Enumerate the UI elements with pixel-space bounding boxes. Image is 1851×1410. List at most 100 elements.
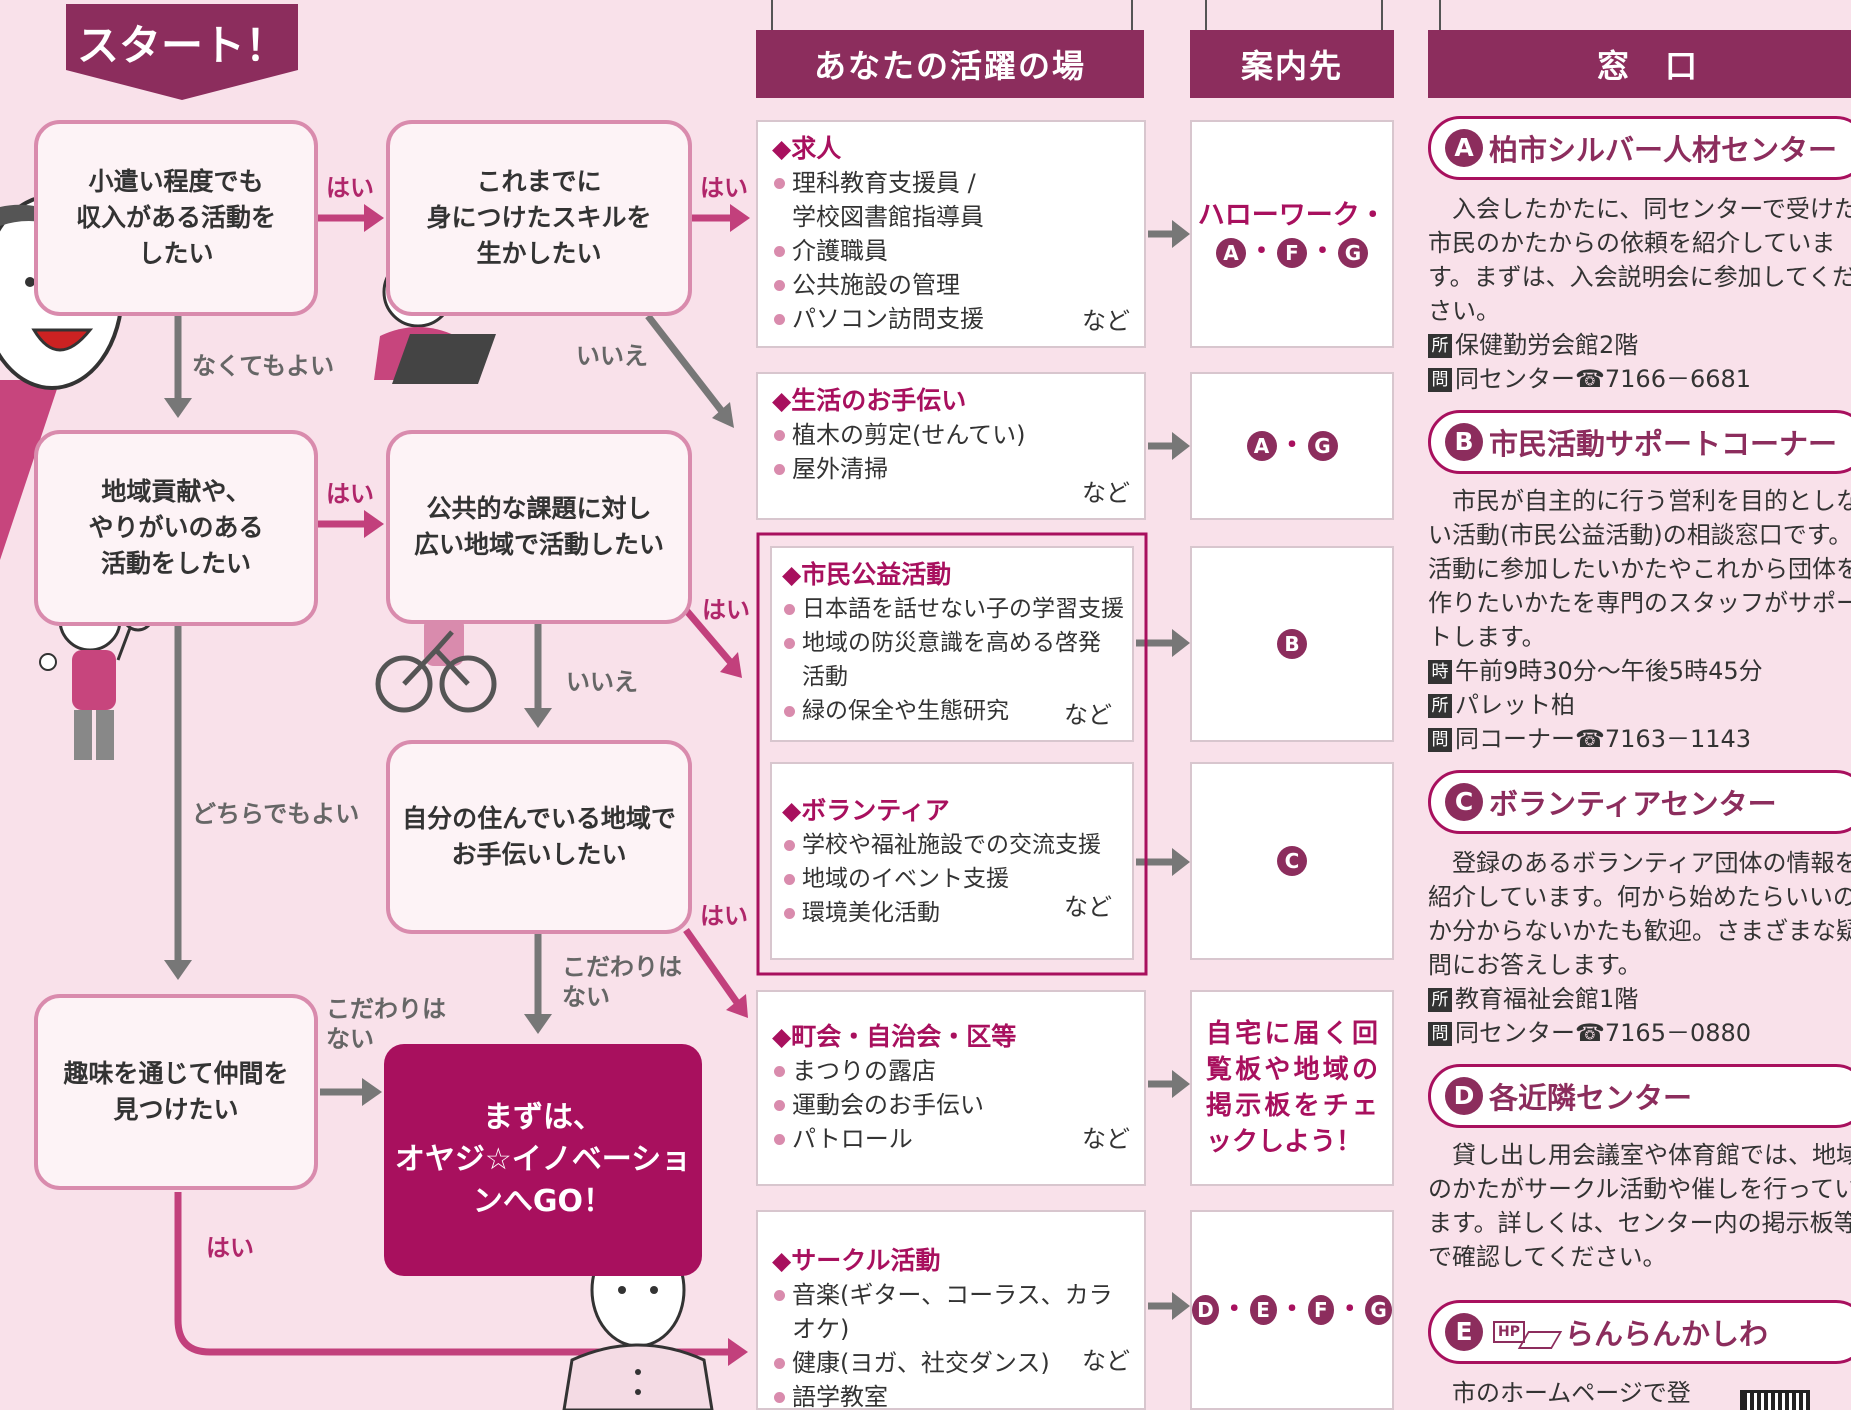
window-contact: 同センター☎7165－0880 <box>1455 1019 1752 1047</box>
window-header-e: E HP らんらんかしわ <box>1428 1300 1851 1364</box>
destination-b: B <box>1190 546 1394 742</box>
window-name: 各近隣センター <box>1489 1081 1693 1115</box>
window-body-b: 市民が自主的に行う営利を目的としない活動(市民公益活動)の相談窓口です。活動に参… <box>1428 484 1851 756</box>
activity-more: など <box>1064 893 1112 921</box>
window-contact-row: 問同センター☎7166－6681 <box>1428 362 1851 396</box>
label-either: どちらでもよい <box>192 800 360 828</box>
badge-f-icon: F <box>1277 237 1307 268</box>
destination-ag: A・G <box>1190 372 1394 520</box>
badge-e-icon: E <box>1249 1295 1277 1325</box>
window-place: 保健勤労会館2階 <box>1455 331 1639 359</box>
question-community-contribution: 地域貢献や、 やりがいのある 活動をしたい <box>34 430 318 626</box>
badge-c-icon: C <box>1277 846 1307 876</box>
qr-code-icon <box>1740 1390 1810 1410</box>
badge-a-icon: A <box>1246 431 1277 461</box>
activity-item: まつりの露店 <box>772 1054 1130 1088</box>
activity-item: 運動会のお手伝い <box>772 1088 1130 1122</box>
activity-item: 屋外清掃 <box>772 452 1130 486</box>
label-yes: はい <box>700 174 748 202</box>
badge-d-icon: D <box>1192 1295 1219 1325</box>
destination-badges: A・F・G <box>1216 234 1368 270</box>
window-desc: 貸し出し用会議室や体育館では、地域のかたがサークル活動や催しを行っています。詳し… <box>1428 1141 1851 1271</box>
label-no: いいえ <box>566 668 638 696</box>
activity-card-jobs: ◆求人 理科教育支援員 / 学校図書館指導員 介護職員 公共施設の管理 パソコン… <box>756 120 1146 348</box>
activity-item: 環境美化活動 <box>782 896 1128 930</box>
activity-card-neighborhood: ◆町会・自治会・区等 まつりの露店 運動会のお手伝い パトロール など <box>756 990 1146 1186</box>
activity-card-daily-help: ◆生活のお手伝い 植木の剪定(せんてい) 屋外清掃 など <box>756 372 1146 520</box>
label-no: いいえ <box>576 342 648 370</box>
window-contact-row: 問同センター☎7165－0880 <box>1428 1016 1851 1050</box>
header-window: 窓 口 <box>1428 30 1851 98</box>
hp-icon: HP <box>1493 1315 1563 1349</box>
window-body-c: 登録のあるボランティア団体の情報を紹介しています。何から始めたらいいのか分からな… <box>1428 846 1851 1050</box>
label-yes: はい <box>326 480 374 508</box>
window-body-a: 入会したかたに、同センターで受けた市民のかたからの依頼を紹介しています。まずは、… <box>1428 192 1851 396</box>
activity-title: ◆ボランティア <box>782 796 950 825</box>
label-no-preference: こだわりは ない <box>562 953 682 1011</box>
window-name: らんらんかしわ <box>1564 1317 1768 1351</box>
badge-g-icon: G <box>1338 237 1368 268</box>
contact-tag-icon: 問 <box>1428 1022 1452 1046</box>
label-not-needed: なくてもよい <box>192 352 335 380</box>
place-tag-icon: 所 <box>1428 988 1452 1012</box>
destination-defg: D・E・F・G <box>1190 1210 1394 1410</box>
activity-item: 地域の防災意識を高める啓発 <box>782 626 1128 660</box>
badge-e-icon: E <box>1445 1313 1483 1351</box>
badge-b-icon: B <box>1445 423 1483 461</box>
question-local-help: 自分の住んでいる地域で お手伝いしたい <box>386 740 692 934</box>
activity-title: ◆サークル活動 <box>772 1246 941 1275</box>
badge-g-icon: G <box>1307 431 1338 461</box>
activity-card-circle: ◆サークル活動 音楽(ギター、コーラス、カラオケ) 健康(ヨガ、社交ダンス) 語… <box>756 1210 1146 1410</box>
activity-item: 語学教室 <box>772 1380 1130 1410</box>
destination-text: ハローワーク・ <box>1197 200 1387 231</box>
activity-title: ◆町会・自治会・区等 <box>772 1022 1017 1051</box>
window-time: 午前9時30分～午後5時45分 <box>1455 657 1763 685</box>
activity-item: 学校図書館指導員 <box>792 203 984 231</box>
activity-title: ◆市民公益活動 <box>782 560 952 589</box>
activity-item: 緑の保全や生態研究 <box>782 694 1128 728</box>
badge-g-icon: G <box>1365 1295 1392 1325</box>
window-body-d: 貸し出し用会議室や体育館では、地域のかたがサークル活動や催しを行っています。詳し… <box>1428 1138 1851 1274</box>
window-contact: 同コーナー☎7163－1143 <box>1455 725 1752 753</box>
window-place-row: 所保健勤労会館2階 <box>1428 328 1851 362</box>
badge-f-icon: F <box>1307 1295 1335 1325</box>
header-guide: 案内先 <box>1190 30 1394 98</box>
activity-item: 活動 <box>802 664 848 690</box>
yes-arrows <box>174 214 741 1356</box>
window-place-row: 所パレット柏 <box>1428 688 1851 722</box>
question-use-skills: これまでに 身につけたスキルを 生かしたい <box>386 120 692 316</box>
activity-more: など <box>1082 479 1130 507</box>
window-name: ボランティアセンター <box>1489 787 1777 821</box>
activity-title: ◆求人 <box>772 134 842 163</box>
destination-hellowork: ハローワーク・ A・F・G <box>1190 120 1394 348</box>
window-name: 市民活動サポートコーナー <box>1489 427 1838 461</box>
window-place: 教育福祉会館1階 <box>1455 985 1639 1013</box>
window-desc: 登録のあるボランティア団体の情報を紹介しています。何から始めたらいいのか分からな… <box>1428 849 1851 979</box>
activity-more: など <box>1082 1347 1130 1375</box>
activity-item: 学校や福祉施設での交流支援 <box>782 828 1128 862</box>
window-place: パレット柏 <box>1455 691 1575 719</box>
window-time-row: 時午前9時30分～午後5時45分 <box>1428 654 1851 688</box>
badge-b-icon: B <box>1277 629 1307 659</box>
label-yes: はい <box>702 596 750 624</box>
activity-item: 公共施設の管理 <box>772 268 1130 302</box>
label-yes: はい <box>700 902 748 930</box>
activity-item: 理科教育支援員 / <box>772 166 1130 200</box>
activity-more: など <box>1082 1125 1130 1153</box>
group-outline <box>756 532 1148 976</box>
time-tag-icon: 時 <box>1428 660 1452 684</box>
activity-more: など <box>1064 701 1112 729</box>
label-yes: はい <box>206 1234 254 1262</box>
badge-c-icon: C <box>1445 783 1483 821</box>
activity-item: 植木の剪定(せんてい) <box>772 418 1130 452</box>
badge-a-icon: A <box>1445 129 1483 167</box>
activity-item: 音楽(ギター、コーラス、カラオケ) <box>772 1278 1130 1346</box>
no-arrows <box>174 230 1176 1310</box>
yes-arrowheads <box>364 204 750 1366</box>
place-tag-icon: 所 <box>1428 694 1452 718</box>
destination-bulletin: 自宅に届く回覧板や地域の掲示板をチェックしよう！ <box>1190 990 1394 1186</box>
window-desc: 市民が自主的に行う営利を目的としない活動(市民公益活動)の相談窓口です。活動に参… <box>1428 487 1851 651</box>
